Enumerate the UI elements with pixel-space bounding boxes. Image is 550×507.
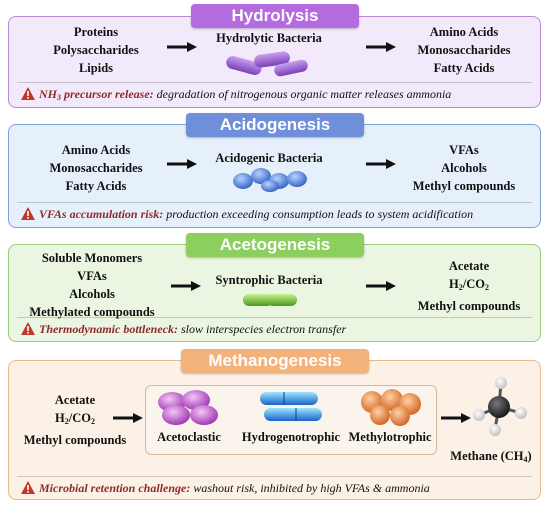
hydrolysis-outputs: Amino Acids Monosaccharides Fatty Acids — [399, 23, 529, 77]
warning-icon — [21, 481, 35, 494]
acidogenesis-output: Alcohols — [441, 161, 487, 175]
note-title-part: precursor release: — [61, 87, 154, 101]
warning-icon — [21, 207, 35, 220]
acidogenesis-panel: Amino Acids Monosaccharides Fatty Acids … — [8, 124, 541, 228]
acetogenesis-output-h2co2: H2/CO2 — [449, 277, 489, 292]
warning-icon — [21, 87, 35, 100]
warning-icon — [21, 322, 35, 335]
acetogenesis-output: Acetate — [448, 259, 490, 273]
hydrolysis-output: Amino Acids — [429, 25, 499, 39]
acetogenesis-input: VFAs — [77, 269, 107, 283]
stage-title-acidogenesis: Acidogenesis — [186, 113, 364, 137]
pathway-acetoclastic: Acetoclastic — [157, 430, 221, 444]
hydrolysis-note: NH3 precursor release: degradation of ni… — [17, 82, 532, 105]
acetogenesis-agent: Syntrophic Bacteria — [215, 273, 323, 287]
acetogenesis-note-text: slow interspecies electron transfer — [177, 322, 347, 336]
acetogenesis-outputs: Acetate H2/CO2 Methyl compounds — [399, 257, 539, 315]
methanogenesis-input-h2co2: H2/CO2 — [55, 411, 95, 426]
acidogenesis-note: VFAs accumulation risk: production excee… — [17, 202, 532, 225]
methylotrophic-methanogen-icon — [361, 389, 421, 426]
arrow-right-icon — [113, 413, 143, 423]
cocci-bacteria-icon — [233, 168, 307, 192]
hydrolysis-input: Proteins — [73, 25, 119, 39]
methanogenesis-input: Methyl compounds — [23, 433, 127, 447]
acetogenesis-input: Methylated compounds — [29, 305, 155, 319]
arrow-right-icon — [441, 413, 471, 423]
acidogenesis-outputs: VFAs Alcohols Methyl compounds — [399, 141, 529, 195]
hydrolysis-note-text: degradation of nitrogenous organic matte… — [153, 87, 452, 101]
acetogenesis-input: Alcohols — [69, 287, 115, 301]
acidogenesis-input: Fatty Acids — [65, 179, 127, 193]
acetogenesis-panel: Soluble Monomers VFAs Alcohols Methylate… — [8, 244, 541, 342]
hydrolysis-output: Monosaccharides — [417, 43, 511, 57]
acidogenesis-note-title: VFAs accumulation risk: — [39, 207, 164, 221]
acidogenesis-output: VFAs — [449, 143, 479, 157]
methanogenesis-inputs: Acetate H2/CO2 Methyl compounds — [15, 391, 135, 449]
acidogenesis-inputs: Amino Acids Monosaccharides Fatty Acids — [31, 141, 161, 195]
stage-title-methanogenesis: Methanogenesis — [181, 349, 369, 373]
hydrolysis-input: Lipids — [78, 61, 114, 75]
acidogenesis-note-text: production exceeding consumption leads t… — [163, 207, 474, 221]
acetogenesis-output: Methyl compounds — [417, 299, 521, 313]
stage-title-acetogenesis: Acetogenesis — [186, 233, 364, 257]
hydrolysis-panel: Proteins Polysaccharides Lipids Hydrolyt… — [8, 16, 541, 108]
pathways-box: Acetoclastic Hydrogenotrophic Methylotro… — [145, 385, 437, 455]
note-title-part: NH — [39, 87, 57, 101]
acetogenesis-inputs: Soluble Monomers VFAs Alcohols Methylate… — [17, 249, 167, 321]
acidogenesis-input: Monosaccharides — [49, 161, 143, 175]
pathway-methylotrophic: Methylotrophic — [348, 430, 432, 444]
methane-molecule-icon — [473, 377, 527, 436]
methanogenesis-note: Microbial retention challenge: washout r… — [17, 476, 532, 499]
acetogenesis-note-title: Thermodynamic bottleneck: — [39, 322, 178, 336]
arrow-right-icon — [366, 159, 396, 169]
acidogenesis-agent: Acidogenic Bacteria — [215, 151, 323, 165]
acidogenesis-output: Methyl compounds — [412, 179, 516, 193]
methane-product: Methane (CH4) — [450, 449, 532, 464]
note-title-subscript: 3 — [57, 93, 61, 102]
rod-bacteria-icon — [243, 294, 297, 306]
hydrogenotrophic-methanogen-icon — [260, 392, 322, 421]
methanogenesis-note-title: Microbial retention challenge: — [39, 481, 191, 495]
methanogenesis-input: Acetate — [54, 393, 96, 407]
arrow-right-icon — [366, 281, 396, 291]
hydrolysis-input: Polysaccharides — [53, 43, 139, 57]
pathway-hydrogenotrophic: Hydrogenotrophic — [241, 430, 341, 444]
hydrolysis-inputs: Proteins Polysaccharides Lipids — [31, 23, 161, 77]
methanogenesis-note-text: washout risk, inhibited by high VFAs & a… — [190, 481, 430, 495]
acetoclastic-methanogen-icon — [158, 390, 218, 425]
acetogenesis-note: Thermodynamic bottleneck: slow interspec… — [17, 317, 532, 340]
hydrolysis-output: Fatty Acids — [433, 61, 495, 75]
acidogenesis-input: Amino Acids — [61, 143, 131, 157]
hydrolysis-note-title: NH3 precursor release: — [39, 87, 154, 102]
arrow-right-icon — [167, 42, 197, 52]
acetogenesis-input: Soluble Monomers — [41, 251, 143, 265]
stage-title-hydrolysis: Hydrolysis — [191, 4, 359, 28]
methanogenesis-panel: Acetate H2/CO2 Methyl compounds Acetocla… — [8, 360, 541, 500]
arrow-right-icon — [366, 42, 396, 52]
hydrolysis-agent: Hydrolytic Bacteria — [216, 31, 322, 45]
rod-bacteria-icon — [226, 51, 308, 77]
arrow-right-icon — [171, 281, 201, 291]
arrow-right-icon — [167, 159, 197, 169]
